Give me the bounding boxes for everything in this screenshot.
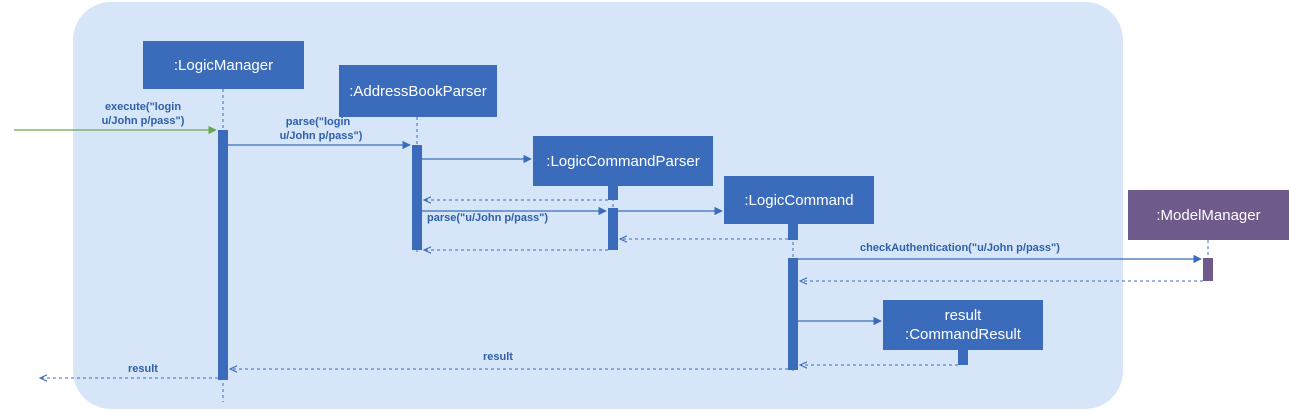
activation-logic-command-2: [788, 258, 798, 370]
activation-command-result: [958, 350, 968, 365]
parse-message-label-line1: parse("login: [286, 116, 351, 128]
activation-bars: [218, 130, 1213, 380]
participant-model-manager: :ModelManager: [1128, 190, 1289, 240]
execute-message-label-line1: execute("login: [105, 101, 181, 113]
activation-address-book-parser: [412, 145, 422, 250]
participant-command-result: result :CommandResult: [883, 300, 1043, 350]
participant-command-result-label-line1: result: [945, 307, 983, 324]
check-auth-message-label: checkAuthentication("u/John p/pass"): [860, 242, 1060, 254]
logic-component-frame: [73, 2, 1123, 409]
participant-logic-command-parser: :LogicCommandParser: [533, 136, 713, 186]
result-out-label: result: [128, 363, 158, 375]
participant-logic-manager-label: :LogicManager: [174, 57, 273, 74]
participant-address-book-parser-label: :AddressBookParser: [349, 83, 487, 100]
activation-logic-command-parser-1: [608, 186, 618, 200]
activation-logic-command-1: [788, 224, 798, 240]
parse-args-message-label: parse("u/John p/pass"): [427, 212, 548, 224]
participant-logic-command: :LogicCommand: [724, 176, 874, 224]
activation-logic-manager: [218, 130, 228, 380]
participant-address-book-parser: :AddressBookParser: [339, 65, 497, 117]
participant-model-manager-label: :ModelManager: [1156, 207, 1260, 224]
activation-model-manager: [1203, 258, 1213, 281]
participant-logic-manager: :LogicManager: [143, 41, 304, 89]
result-to-manager-label: result: [483, 351, 513, 363]
participant-logic-command-label: :LogicCommand: [744, 192, 853, 209]
sync-messages: [228, 140, 1202, 326]
return-messages: [40, 200, 1203, 378]
participant-logic-command-parser-label: :LogicCommandParser: [546, 153, 699, 170]
execute-message-label-line2: u/John p/pass"): [102, 115, 185, 127]
activation-logic-command-parser-2: [608, 208, 618, 250]
participant-command-result-label-line2: :CommandResult: [905, 326, 1022, 343]
parse-message-label-line2: u/John p/pass"): [280, 130, 363, 142]
